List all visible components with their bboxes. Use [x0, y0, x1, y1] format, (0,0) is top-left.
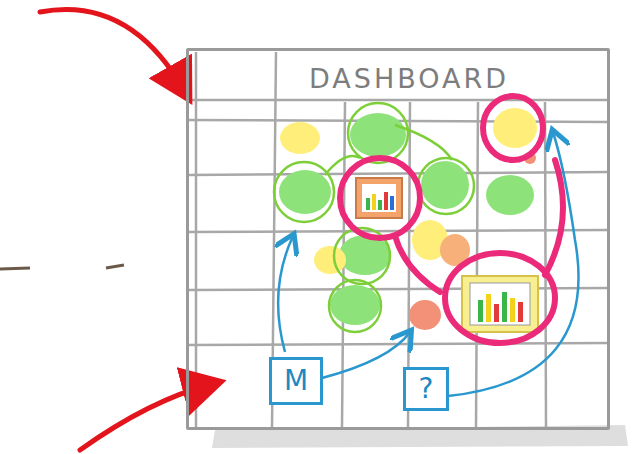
blue-arrows — [278, 132, 578, 396]
chart-widget — [462, 276, 538, 332]
help-button: ? — [403, 367, 449, 411]
button-label: ? — [419, 375, 434, 403]
chart-widget — [356, 178, 402, 218]
button-label: M — [284, 367, 308, 395]
menu-button: M — [269, 357, 323, 405]
dashes — [0, 265, 124, 269]
dashboard-title: DASHBOARD — [309, 63, 509, 94]
dashboard-frame: DASHBOARD M? — [186, 48, 610, 430]
grid-lines — [188, 52, 608, 428]
highlight-circles — [340, 96, 563, 343]
